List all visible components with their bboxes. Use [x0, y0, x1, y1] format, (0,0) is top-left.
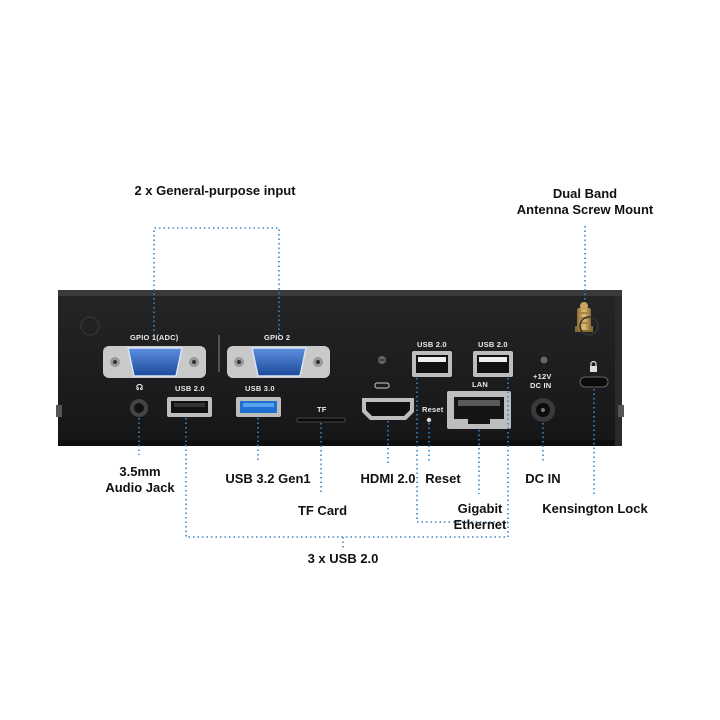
hdmi-port: [362, 398, 414, 420]
chassis-bottom-edge: [58, 440, 622, 446]
panel-label-reset: Reset: [422, 405, 444, 414]
corner-screw: [80, 316, 100, 336]
callout-reset: Reset: [425, 471, 461, 486]
usb20-callout-line-2: [416, 378, 508, 523]
callout-kensington: Kensington Lock: [542, 501, 648, 516]
gpio1-connector: [103, 346, 206, 378]
lan-port: [447, 391, 511, 429]
callout-ethernet-line1: Gigabit: [457, 501, 503, 516]
kensington-lock-slot: [579, 376, 609, 388]
reset-button: [426, 417, 432, 423]
usb20-callout-line: [185, 378, 509, 538]
dc-in-port: [531, 398, 555, 422]
chassis-left-mark: [56, 405, 62, 417]
panel-label-usb30: USB 3.0: [245, 384, 275, 393]
panel-label-gpio1: GPIO 1(ADC): [130, 333, 179, 342]
callout-audio: 3.5mm Audio Jack: [100, 464, 180, 496]
chassis-top-edge: [58, 290, 622, 296]
callout-audio-line1: 3.5mm: [119, 464, 161, 479]
callout-gpio: 2 x General-purpose input: [134, 183, 296, 198]
callout-ethernet-line2: Ethernet: [453, 517, 507, 532]
usb20-left-port: [167, 397, 212, 417]
callout-dcin: DC IN: [525, 471, 561, 486]
usb30-port: [236, 397, 281, 417]
gpio2-connector: [227, 346, 330, 378]
callout-antenna-line2: Antenna Screw Mount: [516, 202, 654, 217]
panel-label-usb20-left: USB 2.0: [175, 384, 205, 393]
callout-ethernet: Gigabit Ethernet: [440, 501, 520, 533]
callout-tf: TF Card: [297, 503, 348, 518]
callout-usb20: 3 x USB 2.0: [307, 551, 379, 566]
chassis-right-mark: [618, 405, 624, 417]
panel-label-dc-in: DC IN: [530, 381, 552, 390]
panel-label-usb20-top1: USB 2.0: [417, 340, 447, 349]
gpio-callout-line: [153, 227, 280, 340]
panel-label-dc-volt: +12V: [533, 372, 552, 381]
usb20-top2-port: [473, 351, 513, 377]
lock-icon: [590, 360, 597, 372]
callout-antenna: Dual Band Antenna Screw Mount: [505, 186, 665, 218]
ground-screw-icon: [378, 356, 386, 364]
usb20-top1-port: [412, 351, 452, 377]
panel-label-lan: LAN: [472, 380, 489, 389]
tf-slot: [296, 417, 346, 423]
corner-screw: [579, 316, 599, 336]
panel-label-usb20-top2: USB 2.0: [478, 340, 508, 349]
audio-jack: [130, 399, 148, 417]
chassis-right-edge: [615, 296, 622, 446]
panel-label-gpio2: GPIO 2: [264, 333, 291, 342]
callout-lines: [138, 226, 595, 548]
headphone-icon: ☊: [136, 383, 144, 392]
callout-hdmi: HDMI 2.0: [360, 471, 416, 486]
ground-screw-icon-2: [540, 356, 548, 364]
callout-audio-line2: Audio Jack: [105, 480, 175, 495]
panel-label-tf: TF: [317, 405, 327, 414]
callout-usb32: USB 3.2 Gen1: [225, 471, 311, 486]
callout-antenna-line1: Dual Band: [552, 186, 618, 201]
micro-usb-icon: [374, 382, 390, 389]
